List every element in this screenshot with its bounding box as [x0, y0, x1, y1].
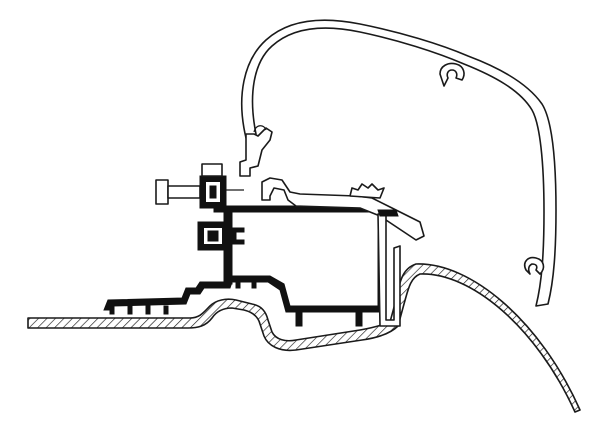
bolt-head: [155, 179, 169, 205]
vehicle-roof-section: [27, 263, 581, 413]
bolt-washer: [201, 163, 223, 177]
bracket-side-lug: [231, 227, 245, 245]
cassette-top-clip: [439, 62, 465, 87]
cassette-inner-rail: [239, 127, 273, 177]
roof-gutter-channel: [377, 209, 401, 327]
cassette-bottom-channel: [261, 177, 425, 241]
gutter-lip: [377, 209, 399, 217]
bolt-shank: [167, 185, 201, 199]
awning-cassette-profile: [239, 19, 557, 307]
fixing-bolt: [155, 163, 244, 209]
roof-skin-left: [27, 263, 581, 413]
bracket-foot-teeth: [109, 281, 363, 327]
cassette-side-clip: [523, 256, 545, 275]
gutter-channel-wall: [377, 213, 401, 327]
cassette-channel-teeth: [349, 183, 385, 199]
cassette-lip-hook: [253, 125, 267, 133]
cassette-outer-shell: [240, 19, 557, 307]
